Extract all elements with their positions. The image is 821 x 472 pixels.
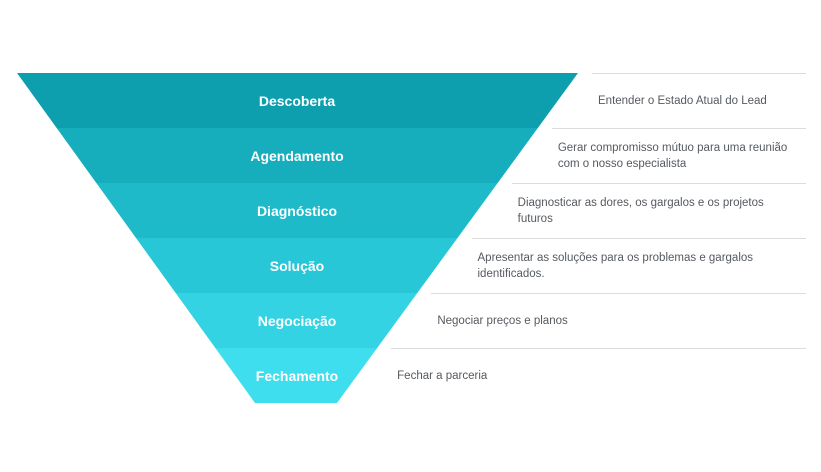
separator-line xyxy=(511,183,806,184)
stage-description-negociacao: Negociar preços e planos xyxy=(437,314,568,327)
stage-description-fechamento: Fechar a parceria xyxy=(397,369,488,382)
separator-line xyxy=(551,128,806,129)
stage-description-agendamento: Gerar compromisso mútuo para uma reunião… xyxy=(557,141,788,170)
separator-line xyxy=(471,238,806,239)
stage-label-solucao: Solução xyxy=(269,257,325,274)
separator-line xyxy=(391,348,806,349)
funnel-band xyxy=(96,183,498,238)
separator-line xyxy=(592,73,806,74)
funnel-band xyxy=(215,348,378,403)
stage-label-agendamento: Agendamento xyxy=(250,147,344,164)
funnel-band xyxy=(175,293,418,348)
funnel-band xyxy=(136,238,458,293)
stage-label-diagnostico: Diagnóstico xyxy=(256,202,338,219)
stage-description-diagnostico: Diagnosticar as dores, os gargalos e os … xyxy=(517,196,764,225)
funnel-band xyxy=(56,128,538,183)
stage-label-negociacao: Negociação xyxy=(257,312,337,329)
stage-description-solucao: Apresentar as soluções para os problemas… xyxy=(477,251,754,280)
stage-description-descoberta: Entender o Estado Atual do Lead xyxy=(598,94,767,107)
stage-label-fechamento: Fechamento xyxy=(255,367,339,384)
separator-line xyxy=(431,293,806,294)
funnel-band xyxy=(17,73,578,128)
stage-label-descoberta: Descoberta xyxy=(258,92,336,109)
